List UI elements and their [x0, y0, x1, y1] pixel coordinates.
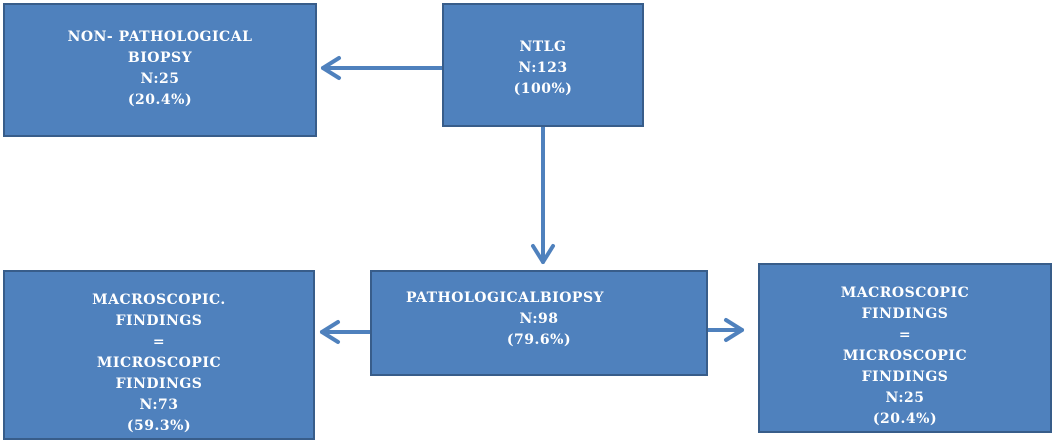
macro-left-line-5: FINDINGS: [115, 376, 203, 392]
ntlg-title: NTLG: [519, 39, 567, 55]
macro-left-line-4: MICROSCOPIC: [96, 355, 222, 371]
arrow-pathological-to-macro-left: [320, 320, 372, 344]
pathological-percent: (79.6%): [506, 332, 572, 348]
macro-right-line-2: FINDINGS: [861, 306, 949, 322]
non-pathological-count: N:25: [140, 71, 180, 87]
macro-left-equals: =: [152, 334, 166, 350]
non-pathological-subtitle: BIOPSY: [127, 50, 193, 66]
ntlg-count: N:123: [518, 60, 568, 76]
macro-equals-micro-right-box: MACROSCOPIC FINDINGS = MICROSCOPIC FINDI…: [758, 263, 1052, 433]
arrow-ntlg-to-nonpathological: [321, 56, 444, 80]
pathological-biopsy-box: PATHOLOGICALBIOPSY N:98 (79.6%): [370, 270, 708, 376]
macro-right-count: N:25: [885, 390, 925, 406]
arrow-ntlg-to-pathological: [531, 125, 555, 264]
macro-right-line-1: MACROSCOPIC: [840, 285, 970, 301]
macro-right-percent: (20.4%): [872, 411, 938, 427]
ntlg-percent: (100%): [513, 81, 573, 97]
macro-left-line-1: MACROSCOPIC.: [92, 292, 226, 308]
macro-left-line-2: FINDINGS: [115, 313, 203, 329]
macro-right-line-4: MICROSCOPIC: [842, 348, 968, 364]
non-pathological-biopsy-box: NON- PATHOLOGICAL BIOPSY N:25 (20.4%): [3, 3, 317, 137]
macro-left-count: N:73: [139, 397, 179, 413]
ntlg-box: NTLG N:123 (100%): [442, 3, 644, 127]
macro-right-equals: =: [898, 327, 912, 343]
macro-equals-micro-left-box: MACROSCOPIC. FINDINGS = MICROSCOPIC FIND…: [3, 270, 315, 440]
arrow-pathological-to-macro-right: [706, 318, 744, 342]
pathological-count: N:98: [519, 311, 559, 327]
non-pathological-title: NON- PATHOLOGICAL: [67, 29, 253, 45]
macro-right-line-5: FINDINGS: [861, 369, 949, 385]
macro-left-percent: (59.3%): [126, 418, 192, 434]
non-pathological-percent: (20.4%): [127, 92, 193, 108]
pathological-title: PATHOLOGICALBIOPSY: [406, 290, 605, 306]
